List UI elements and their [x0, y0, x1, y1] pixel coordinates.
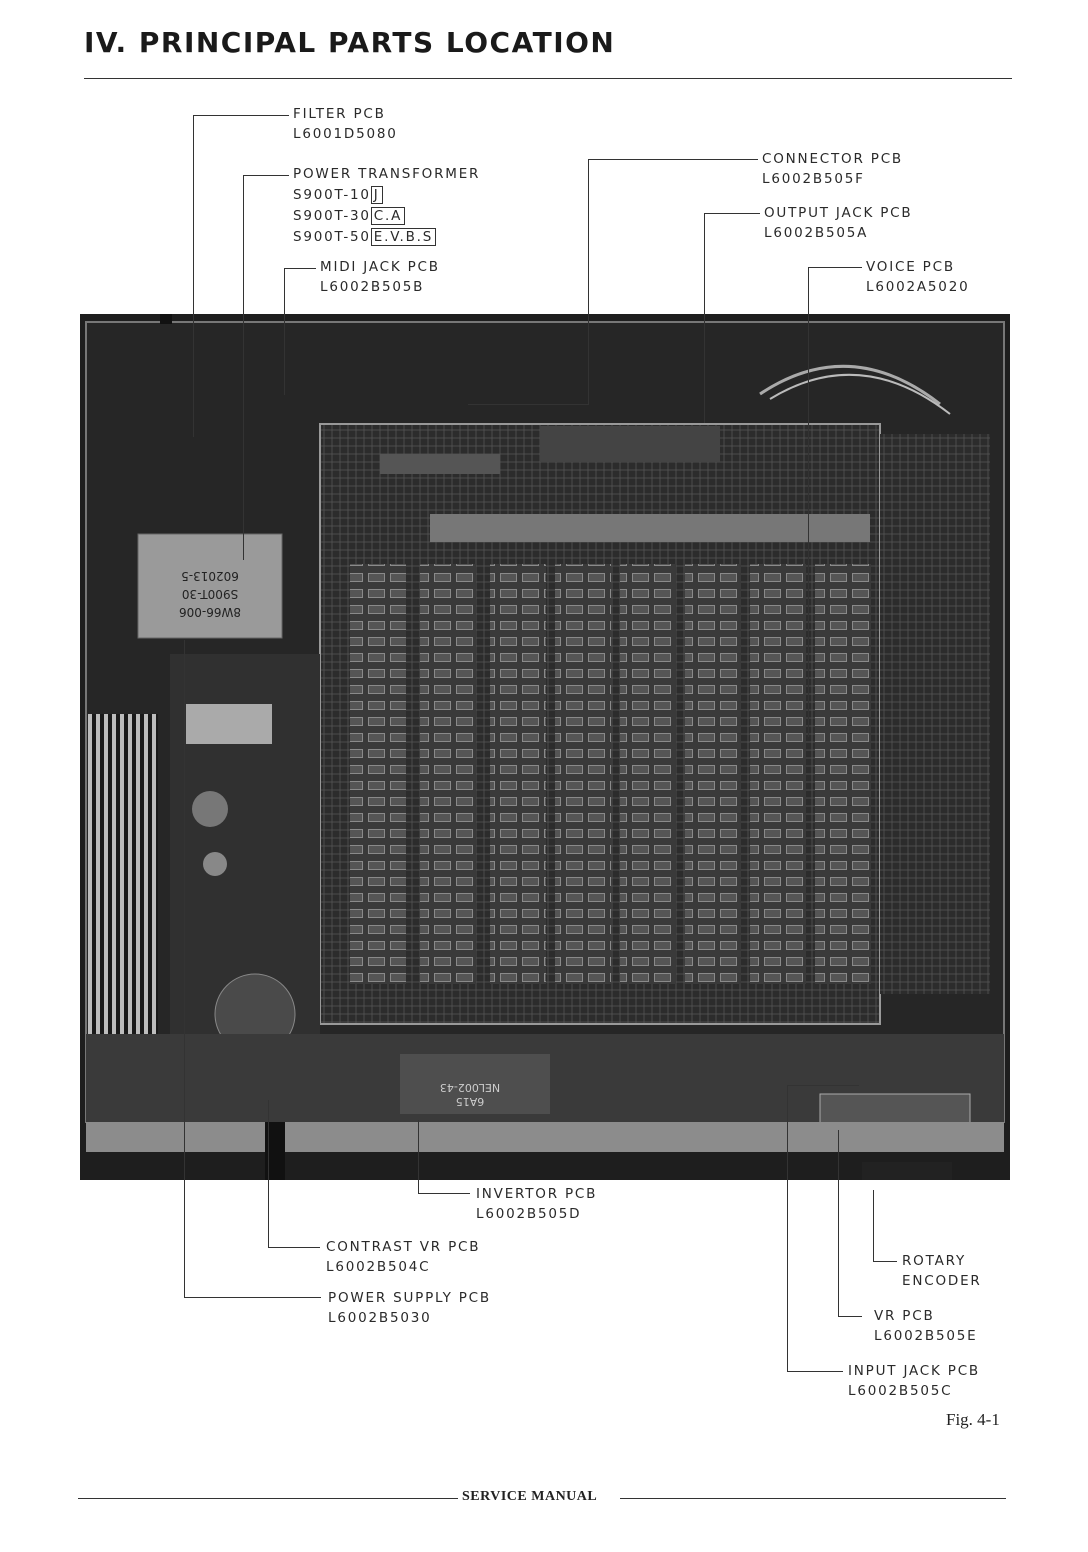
- rotary-encoder-line2: ENCODER: [902, 1273, 982, 1289]
- contrast-vr-pcb-code: L6002B504C: [326, 1259, 431, 1275]
- vr-pcb-code: L6002B505E: [874, 1328, 978, 1344]
- region-box-ca: C.A: [370, 207, 406, 225]
- input-jack-pcb-label: INPUT JACK PCB L6002B505C: [848, 1361, 980, 1401]
- output-jack-pcb-name: OUTPUT JACK PCB: [764, 205, 913, 221]
- filter-pcb-name: FILTER PCB: [293, 106, 386, 122]
- voice-pcb-name: VOICE PCB: [866, 259, 955, 275]
- midi-jack-pcb-label: MIDI JACK PCB L6002B505B: [320, 257, 440, 297]
- heat-sink-fins: [88, 714, 158, 1034]
- power-transformer-name: POWER TRANSFORMER: [293, 166, 481, 182]
- power-supply-pcb-label: POWER SUPPLY PCB L6002B5030: [328, 1288, 491, 1328]
- contrast-vr-pcb-label: CONTRAST VR PCB L6002B504C: [326, 1237, 480, 1277]
- power-supply-pcb-name: POWER SUPPLY PCB: [328, 1290, 491, 1306]
- voice-pcb-code: L6002A5020: [866, 279, 970, 295]
- invertor-marking-1: NEL002-43: [440, 1081, 500, 1094]
- connector-pcb-name: CONNECTOR PCB: [762, 151, 903, 167]
- connector-pcb-code: L6002B505F: [762, 171, 865, 187]
- power-supply-pcb-code: L6002B5030: [328, 1310, 432, 1326]
- unit-interior-photo: 602013-5 S900T-30 8W66-006 NEL002-43 6A1…: [80, 314, 1010, 1180]
- invertor-pcb-name: INVERTOR PCB: [476, 1186, 598, 1202]
- vr-pcb-name: VR PCB: [874, 1308, 935, 1324]
- input-jack-pcb-name: INPUT JACK PCB: [848, 1363, 980, 1379]
- output-jack-pcb-label: OUTPUT JACK PCB L6002B505A: [764, 203, 912, 243]
- figure-caption: Fig. 4-1: [946, 1410, 1000, 1429]
- rotary-encoder-label: ROTARY ENCODER: [902, 1251, 982, 1291]
- filter-pcb-code: L6001D5080: [293, 126, 398, 142]
- invertor-pcb-code: L6002B505D: [476, 1206, 582, 1222]
- contrast-knob: [265, 1122, 285, 1180]
- input-jack-pcb-code: L6002B505C: [848, 1383, 953, 1399]
- filter-pcb-label: FILTER PCB L6001D5080: [293, 104, 398, 144]
- header-rule: [84, 78, 1012, 79]
- voice-pcb-label: VOICE PCB L6002A5020: [866, 257, 969, 297]
- invertor-pcb-label: INVERTOR PCB L6002B505D: [476, 1184, 597, 1224]
- vr-pcb-label: VR PCB L6002B505E: [874, 1306, 977, 1346]
- transformer-sticker-3: 8W66-006: [179, 605, 241, 619]
- rotary-encoder-line1: ROTARY: [902, 1253, 967, 1269]
- footer-rule-right: [620, 1498, 1006, 1499]
- output-jack-pcb-code: L6002B505A: [764, 225, 869, 241]
- footer-rule-left: [78, 1498, 458, 1499]
- region-box-evbs: E.V.B.S: [370, 228, 437, 246]
- invertor-marking-2: 6A15: [456, 1095, 485, 1108]
- contrast-vr-pcb-name: CONTRAST VR PCB: [326, 1239, 481, 1255]
- transformer-sticker-1: 602013-5: [181, 569, 239, 583]
- transformer-sticker-2: S900T-30: [182, 587, 238, 601]
- midi-jack-pcb-name: MIDI JACK PCB: [320, 259, 440, 275]
- connector-pcb-label: CONNECTOR PCB L6002B505F: [762, 149, 903, 189]
- power-transformer-body: 602013-5 S900T-30 8W66-006: [137, 533, 283, 639]
- page-title: IV. PRINCIPAL PARTS LOCATION: [84, 26, 616, 59]
- midi-jack-pcb-code: L6002B505B: [320, 279, 425, 295]
- footer-label: SERVICE MANUAL: [462, 1489, 598, 1504]
- region-box-j: J: [370, 186, 383, 204]
- voice-pcb-chip-columns: [350, 564, 871, 984]
